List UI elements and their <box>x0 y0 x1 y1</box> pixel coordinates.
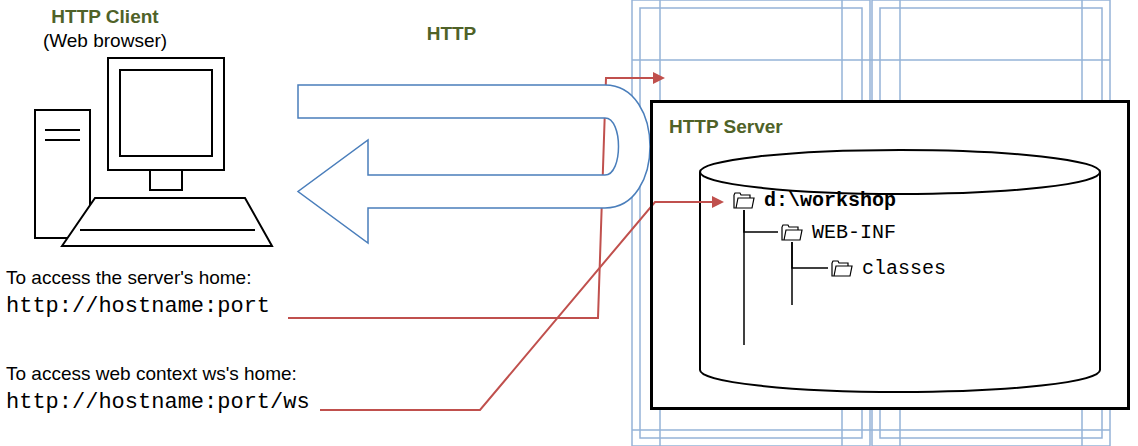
computer-illustration <box>35 58 272 246</box>
folder-name: d:\workshop <box>764 189 896 212</box>
url-text: http://hostname:port <box>6 294 270 320</box>
folder-outline <box>782 225 802 240</box>
url-text: http://hostname:port/ws <box>6 390 310 416</box>
node-title: HTTP Server <box>669 115 783 139</box>
folder-outline <box>832 261 852 276</box>
tree-line <box>744 210 778 232</box>
tree-line <box>792 242 828 268</box>
folder-icon <box>781 224 803 241</box>
folder-outline <box>734 193 754 208</box>
tree-trunk <box>791 242 793 305</box>
server-box: HTTP Server d:\workshopWEB-INF classes <box>650 100 1130 410</box>
access-note: To access web context ws's home: <box>6 362 297 386</box>
client-computer: HTTP Client(Web browser) <box>15 5 295 250</box>
folder-item: d:\workshop <box>733 187 896 213</box>
leader-lines <box>288 72 724 410</box>
folder-icon <box>831 260 853 277</box>
disk-cylinder <box>700 150 1100 392</box>
edge-label: HTTP <box>424 22 480 46</box>
folder-item: classes <box>831 255 946 281</box>
http-roundtrip-arrow <box>298 85 650 243</box>
tree-trunk <box>743 210 745 345</box>
access-note: To access the server's home: <box>6 266 251 290</box>
node-subtitle: (Web browser) <box>15 29 195 53</box>
title-block: HTTP Client(Web browser) <box>15 5 195 53</box>
folder-item: WEB-INF <box>781 219 896 245</box>
folder-name: WEB-INF <box>812 221 896 244</box>
server-ground <box>650 100 1130 410</box>
folder-icon <box>733 192 755 209</box>
node-title: HTTP Client <box>15 5 195 29</box>
folder-name: classes <box>862 257 946 280</box>
